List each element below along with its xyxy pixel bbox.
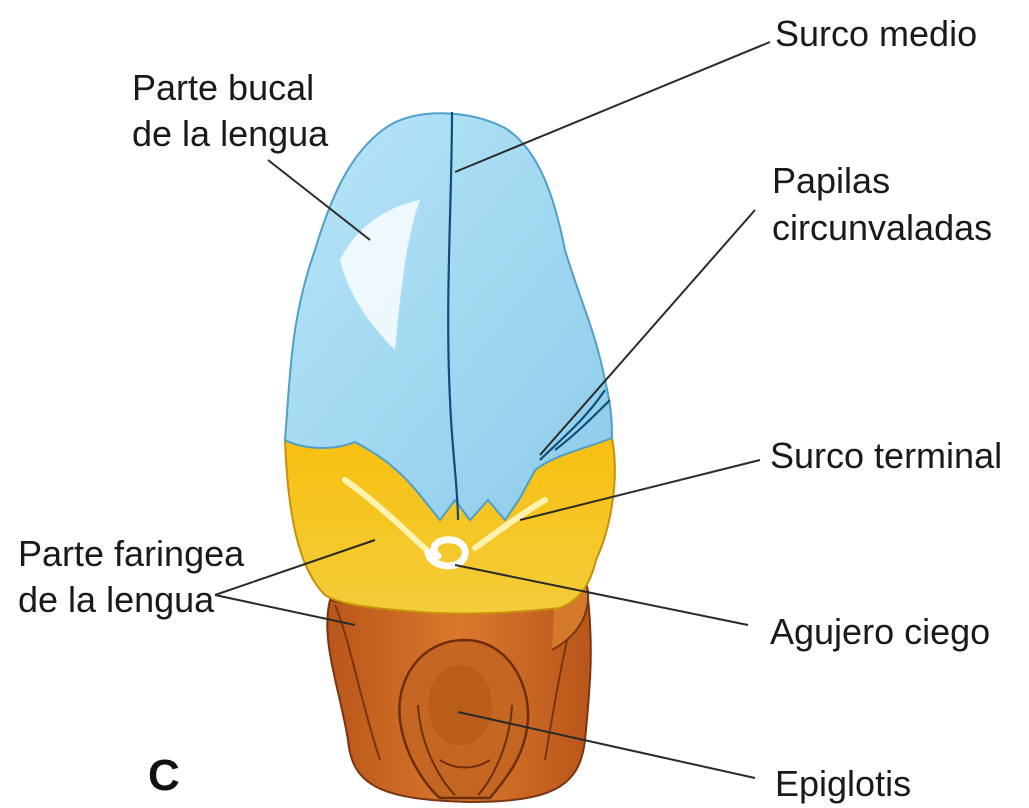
leader-surco-medio bbox=[455, 42, 770, 172]
label-surco-medio: Surco medio bbox=[775, 13, 977, 54]
label-parte-bucal-line1: Parte bucal bbox=[132, 67, 314, 108]
label-surco-terminal: Surco terminal bbox=[770, 435, 1002, 476]
label-papilas-line1: Papilas bbox=[772, 160, 890, 201]
label-parte-faringea-line1: Parte faringea bbox=[18, 533, 245, 574]
label-epiglotis: Epiglotis bbox=[775, 763, 911, 804]
label-parte-bucal-line2: de la lengua bbox=[132, 113, 329, 154]
label-agujero-ciego: Agujero ciego bbox=[770, 611, 990, 652]
label-papilas-line2: circunvaladas bbox=[772, 207, 992, 248]
panel-letter: C bbox=[148, 751, 180, 800]
label-parte-faringea-line2: de la lengua bbox=[18, 579, 215, 620]
